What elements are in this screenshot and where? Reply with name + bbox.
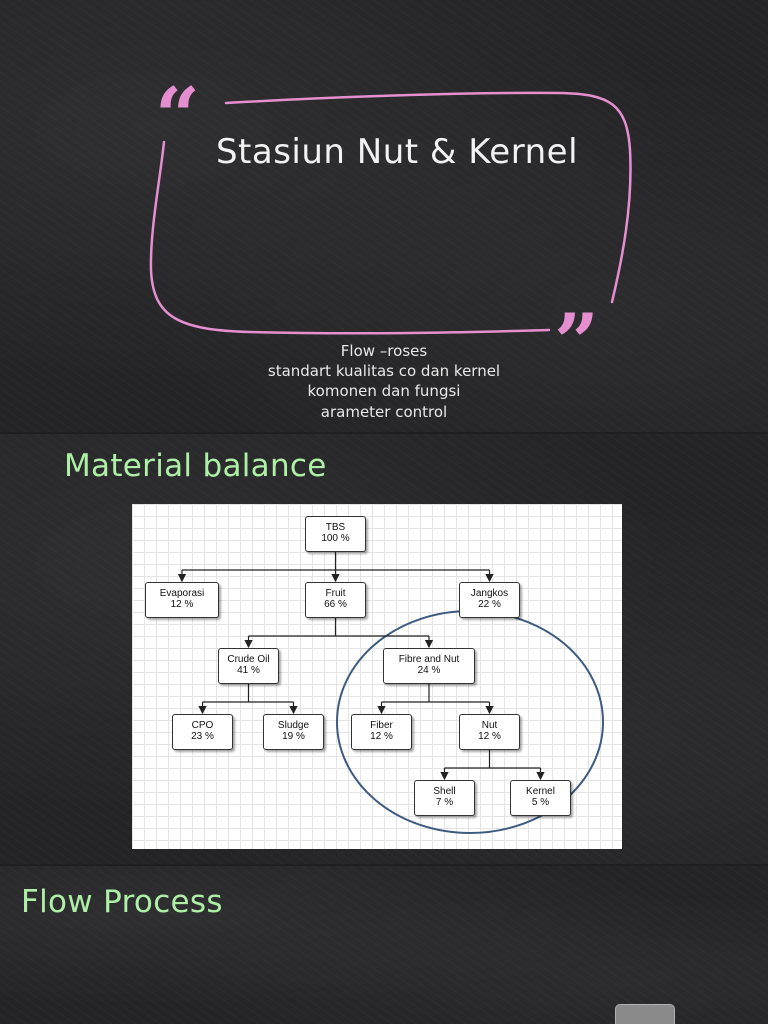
close-quote-icon: ” (554, 297, 599, 388)
node-label: Crude Oil (227, 654, 270, 665)
node-value: 24 % (417, 665, 441, 676)
subtitle-line: arameter control (320, 403, 448, 421)
node-label: Fruit (325, 588, 346, 599)
quote-frame (149, 91, 632, 335)
node-value: 12 % (170, 599, 194, 610)
node-value: 12 % (370, 731, 393, 742)
node-value: 23 % (191, 731, 214, 742)
node-label: Sludge (277, 720, 310, 731)
subtitle-line: komonen dan fungsi (307, 382, 461, 400)
next-slide-button[interactable] (615, 1004, 675, 1024)
node-value: 19 % (282, 731, 305, 742)
node-label: CPO (191, 720, 214, 731)
open-quote-icon: “ (155, 71, 200, 162)
node-value: 5 % (531, 797, 550, 808)
node-value: 100 % (321, 533, 350, 544)
node-label: Nut (481, 720, 498, 731)
node-label: Fiber (370, 720, 393, 731)
node-label: Evaporasi (159, 588, 205, 599)
node-label: Fibre and Nut (398, 654, 460, 665)
node-label: Kernel (526, 786, 555, 797)
node-value: 12 % (478, 731, 501, 742)
node-value: 41 % (237, 665, 260, 676)
subtitle-line: standart kualitas co dan kernel (267, 362, 501, 380)
node-value: 7 % (435, 797, 454, 808)
node-label: TBS (325, 522, 346, 533)
node-label: Jangkos (470, 588, 509, 599)
section-title: Material balance (64, 448, 327, 484)
subtitle-line: Flow –roses (340, 342, 428, 360)
slide-title: Stasiun Nut & Kernel (215, 132, 579, 172)
node-value: 66 % (324, 599, 347, 610)
node-value: 22 % (478, 599, 501, 610)
node-label: Shell (433, 786, 456, 797)
title-slide: “ ” Stasiun Nut & Kernel Flow –roses sta… (0, 0, 768, 432)
section-title: Flow Process (21, 884, 223, 920)
flow-process-slide: Flow Process (0, 866, 768, 1024)
